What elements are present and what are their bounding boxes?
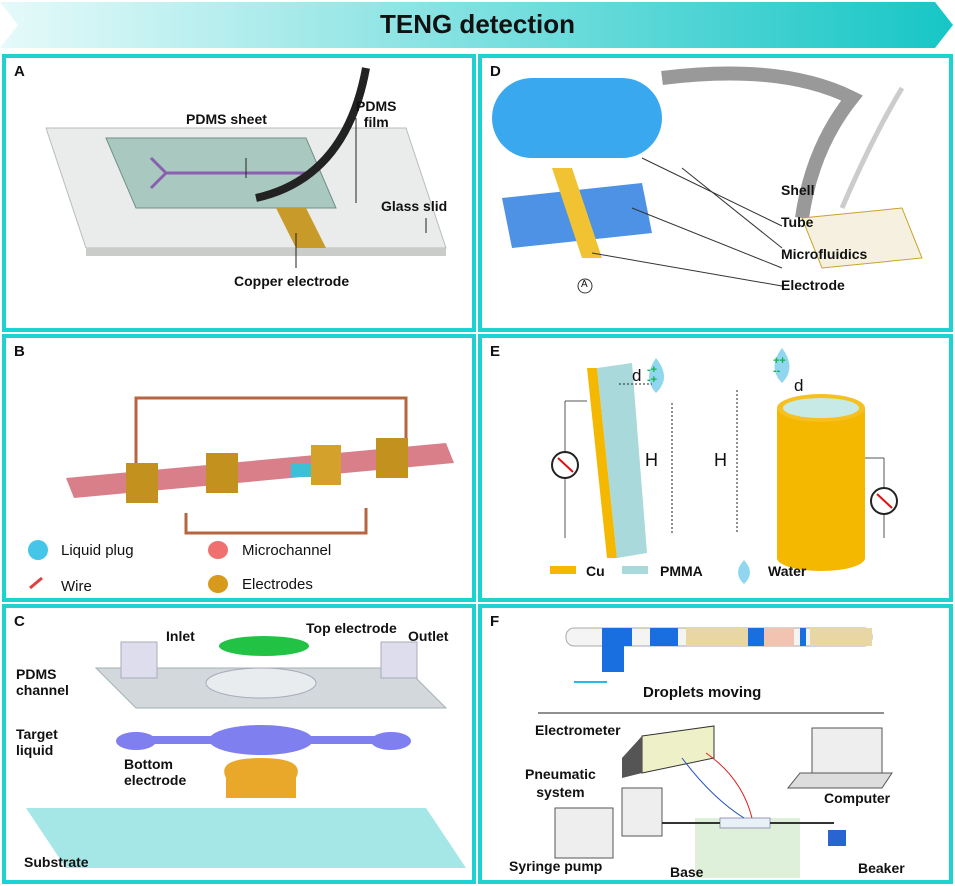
panel-b-label: B (14, 343, 25, 360)
panel-e: E d d H H -+ -+ ++ -- Cu PMMA Water (478, 334, 953, 602)
base-label: Base (670, 864, 704, 880)
height-h-label-1: H (645, 450, 658, 470)
electrometer-label: Electrometer (535, 722, 621, 738)
panel-f: F Droplets moving Electrometer Pneumatic… (478, 604, 953, 884)
droplet-charges-2: ++ -- (773, 355, 786, 377)
panel-a-label: A (14, 63, 25, 80)
electrode-label: Electrode (781, 277, 845, 293)
beaker-label: Beaker (858, 860, 905, 876)
microchannel-label: Microchannel (242, 542, 332, 559)
droplet-setup-illustration (538, 627, 893, 878)
pdms-film-label: PDMS film (356, 98, 397, 130)
tube-label: Tube (781, 214, 814, 230)
syringe-pump-label: Syringe pump (509, 858, 603, 874)
distance-d-label-2: d (794, 376, 804, 395)
wire-label: Wire (61, 578, 92, 595)
water-legend-label: Water (768, 563, 807, 579)
outlet-label: Outlet (408, 628, 449, 644)
tube-electrodes-illustration (28, 396, 454, 593)
ammeter-label: A (581, 279, 588, 290)
pdms-sheet-label: PDMS sheet (186, 111, 267, 127)
panel-a: A PDMS sheet PDMS film Glass slid Copper… (2, 54, 476, 332)
teng-layers-illustration (26, 636, 466, 868)
glass-slide-label: Glass slid (381, 198, 448, 214)
panel-c: C Inlet Top electrode Outlet PDMS channe… (2, 604, 476, 884)
teng-models-illustration (550, 348, 898, 584)
liquid-plug-label: Liquid plug (61, 542, 134, 559)
pdms-channel-label: PDMS channel (16, 666, 69, 698)
top-electrode-label: Top electrode (306, 620, 397, 636)
panel-d-label: D (490, 63, 501, 80)
substrate-label: Substrate (24, 854, 89, 870)
cu-legend-label: Cu (586, 563, 605, 579)
pmma-legend-label: PMMA (660, 563, 703, 579)
figure-title: TENG detection (379, 9, 575, 39)
panel-d: D Shell Tube Microfluidics Electrode A (478, 54, 953, 332)
bottom-electrode-label: Bottom electrode (124, 756, 187, 788)
microfluidics-label: Microfluidics (781, 246, 868, 262)
inlet-label: Inlet (166, 628, 195, 644)
shell-label: Shell (781, 182, 815, 198)
height-h-label-2: H (714, 450, 727, 470)
teng-sensor-illustration (492, 66, 923, 294)
panel-f-label: F (490, 613, 500, 630)
panel-b: B Liquid plug Microchannel Wire Electrod… (2, 334, 476, 602)
microfluidic-chip-illustration (45, 67, 447, 268)
copper-electrode-label: Copper electrode (234, 273, 350, 289)
electrodes-label: Electrodes (242, 576, 313, 593)
distance-d-label-1: d (632, 366, 642, 385)
target-liquid-label: Target liquid (16, 726, 58, 758)
droplets-moving-label: Droplets moving (643, 684, 762, 701)
panel-e-label: E (490, 343, 501, 360)
computer-label: Computer (824, 790, 891, 806)
pneumatic-system-label: Pneumatic system (525, 766, 596, 800)
droplet-charges-1: -+ -+ (647, 364, 658, 386)
title-banner (0, 2, 953, 48)
panel-c-label: C (14, 613, 25, 630)
